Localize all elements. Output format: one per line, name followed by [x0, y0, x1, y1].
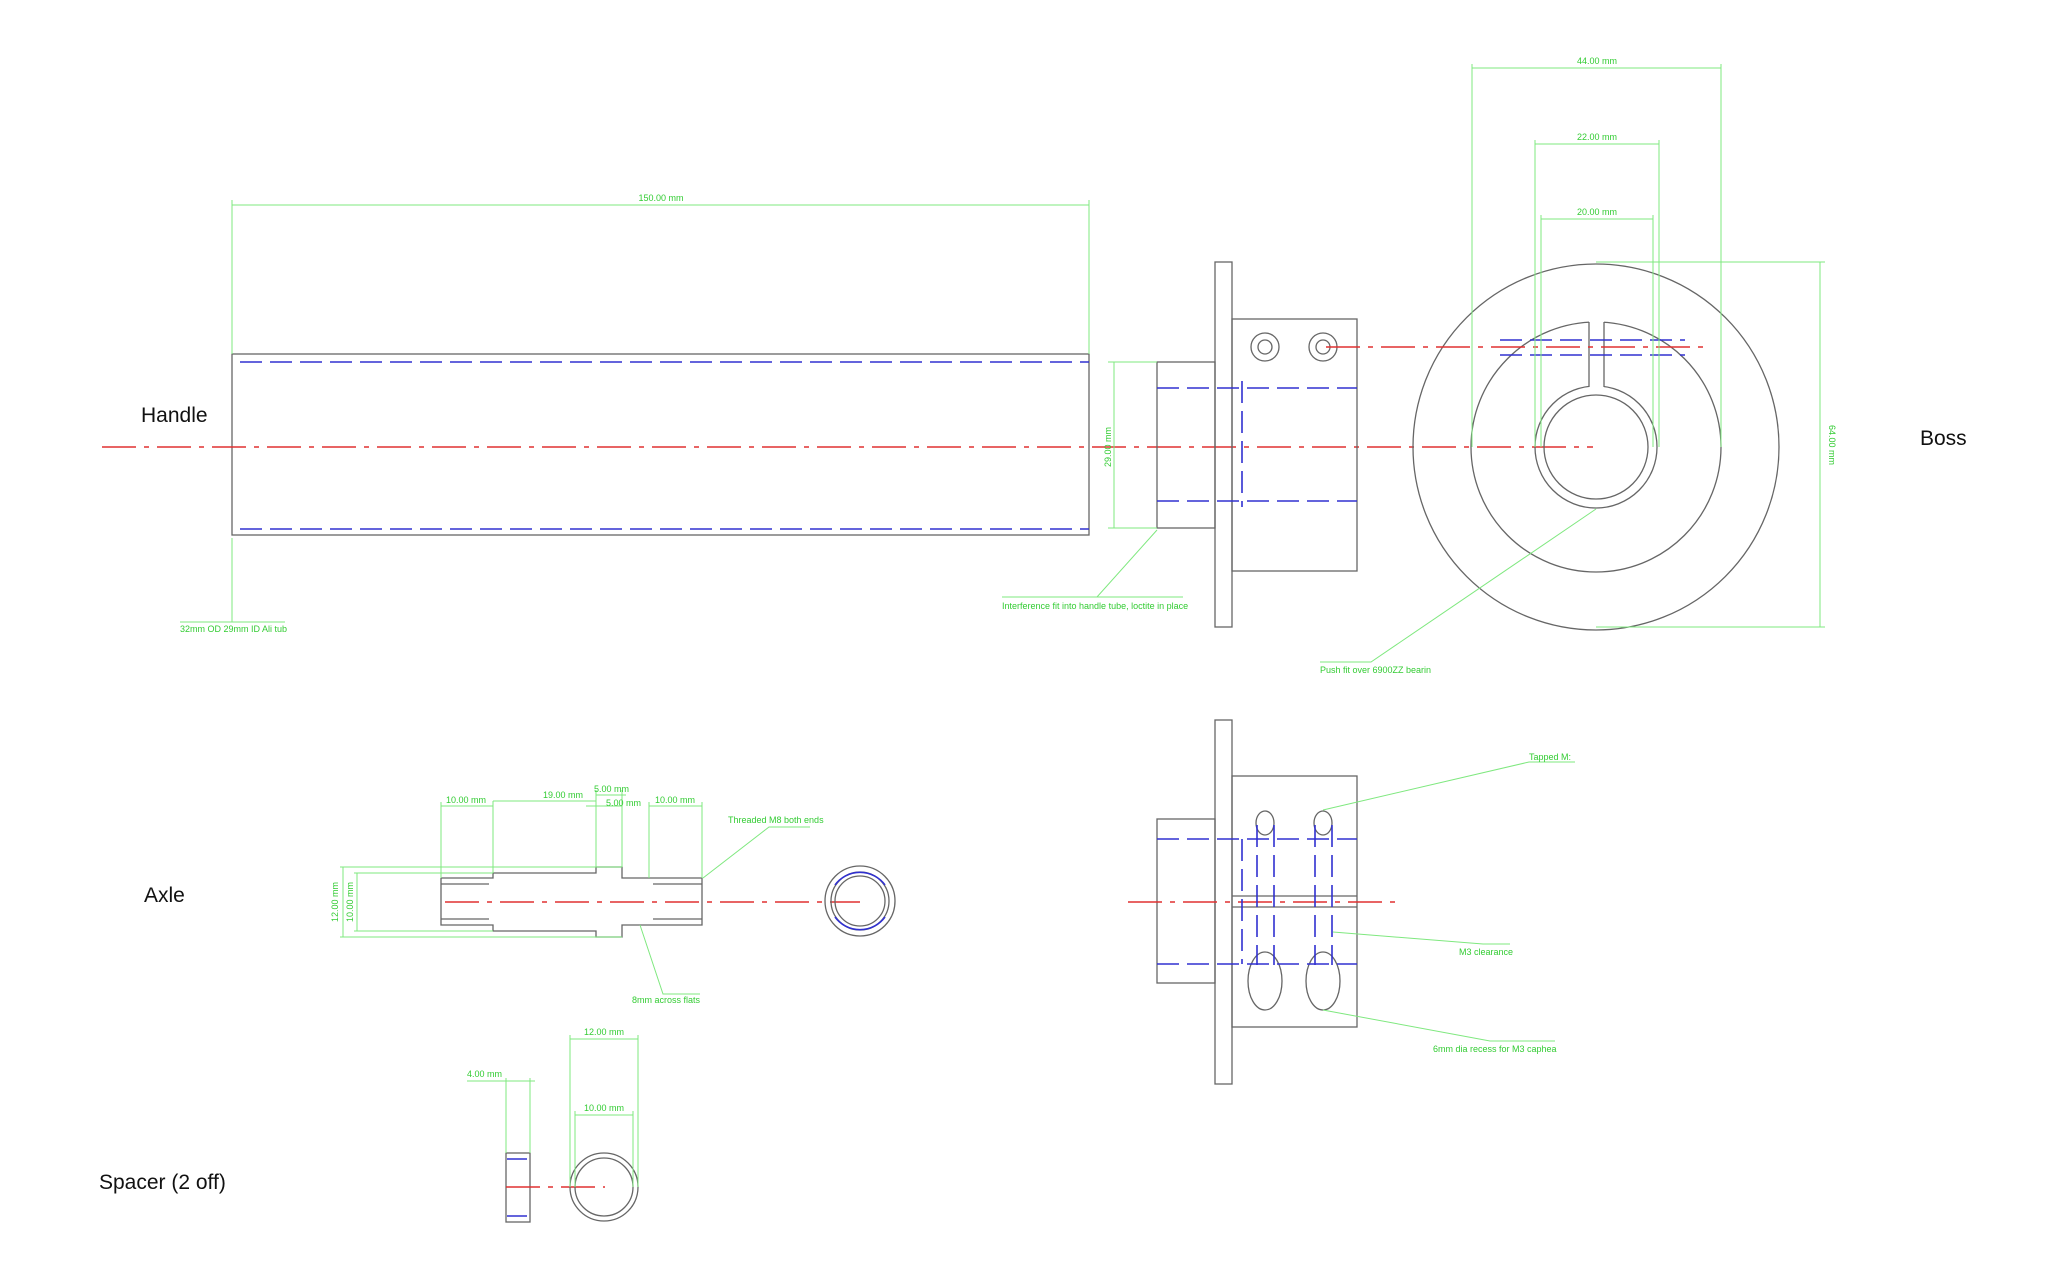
boss-bore-dim: 20.00 mm: [1577, 207, 1617, 217]
bearing-note: Push fit over 6900ZZ bearin: [1320, 665, 1431, 675]
axle-view: Axle 10.00 mm 19.00 mm 5.00 mm 5.00 mm 1…: [144, 784, 896, 1005]
boss-outer-dim: 44.00 mm: [1577, 56, 1617, 66]
thread-note: Threaded M8 both ends: [728, 815, 824, 825]
axle-dim-collar-top: 5.00 mm: [594, 784, 629, 794]
boss-height-dim: 64.00 mm: [1827, 425, 1837, 465]
boss-label: Boss: [1920, 427, 1967, 450]
clearance-note: M3 clearance: [1459, 947, 1513, 957]
axle-dim-left: 10.00 mm: [446, 795, 486, 805]
spacer-label: Spacer (2 off): [99, 1171, 226, 1194]
recess-note: 6mm dia recess for M3 caphea: [1433, 1044, 1557, 1054]
spacer-od-dim: 12.00 mm: [584, 1027, 624, 1037]
axle-dim-id: 10.00 mm: [345, 882, 355, 922]
boss-end-view: Boss 44.00 mm 22.00 mm 20.00 mm 64.00 mm…: [1320, 56, 1967, 675]
boss-mid-dim: 22.00 mm: [1577, 132, 1617, 142]
axle-dim-collar: 5.00 mm: [606, 798, 641, 808]
handle-length-dim: 150.00 mm: [638, 193, 683, 203]
boss-section-view: Tapped M: M3 clearance 6mm dia recess fo…: [1128, 719, 1575, 1085]
interference-note: Interference fit into handle tube, locti…: [1002, 601, 1188, 611]
tapped-note: Tapped M:: [1529, 752, 1571, 762]
spacer-width-dim: 4.00 mm: [467, 1069, 502, 1079]
spigot-dim: 29.00 mm: [1103, 427, 1113, 467]
spacer-id-dim: 10.00 mm: [584, 1103, 624, 1113]
axle-dim-right: 10.00 mm: [655, 795, 695, 805]
handle-note: 32mm OD 29mm ID Ali tub: [180, 624, 287, 634]
boss-side-view: 29.00 mm Interference fit into handle tu…: [1002, 261, 1358, 628]
axle-dim-od: 12.00 mm: [330, 882, 340, 922]
handle-tube-outline: [231, 353, 1090, 536]
spacer-view: Spacer (2 off) 4.00 mm 12.00 mm 10.00 mm: [99, 1027, 639, 1223]
axle-dim-body: 19.00 mm: [543, 790, 583, 800]
flats-note: 8mm across flats: [632, 995, 701, 1005]
handle-view: Handle 150.00 mm 32mm OD 29mm ID Ali tub: [102, 193, 1593, 634]
handle-label: Handle: [141, 404, 208, 427]
axle-label: Axle: [144, 884, 185, 907]
